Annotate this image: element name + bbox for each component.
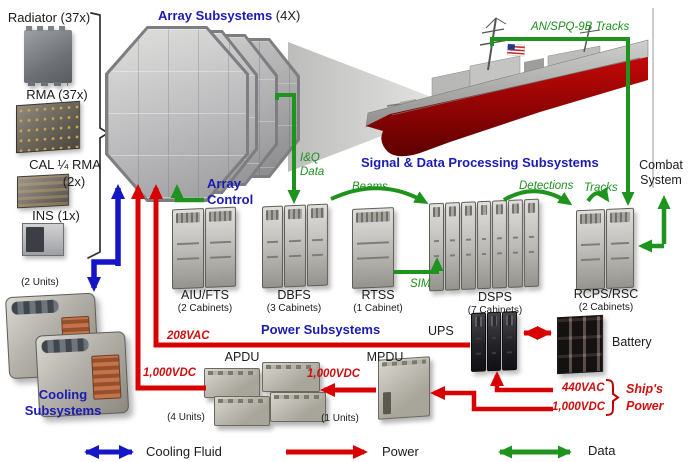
vdc1000-ship-label: 1,000VDC xyxy=(552,401,606,413)
rma-label: RMA (37x) xyxy=(26,87,88,102)
array-panel-1 xyxy=(105,26,249,202)
apdu-image xyxy=(202,362,326,426)
rma-image xyxy=(16,100,80,154)
combat-system-label: Combat System xyxy=(639,158,683,187)
beams-label: Beams xyxy=(352,181,388,193)
signal-processing-title: Signal & Data Processing Subsystems xyxy=(361,155,599,170)
sim-label: SIM xyxy=(410,278,431,290)
array-to-cooling-arrow xyxy=(87,259,118,292)
cooling-qty-label: (2 Units) xyxy=(21,277,59,288)
cooling-subsystems-title: Cooling Subsystems xyxy=(24,387,102,418)
mpdu-label: MPDU xyxy=(366,350,404,364)
vdc1000-mpdu-label: 1,000VDC xyxy=(307,368,361,380)
aiu-fts-cabinets xyxy=(172,206,236,290)
spq9b-tracks-label: AN/SPQ-9B Tracks xyxy=(531,21,630,33)
cal-rma-qty: (2x) xyxy=(62,174,86,189)
dbfs-cabinets xyxy=(262,203,328,289)
ins-label: INS (1x) xyxy=(32,208,80,223)
rtss-cabinet xyxy=(352,207,394,289)
rcps-rsc-label: RCPS/RSC(2 Cabinets) xyxy=(573,287,639,313)
us-flag-icon xyxy=(507,43,526,57)
legend-cooling-label: Cooling Fluid xyxy=(146,444,222,459)
power-subsystems-title: Power Subsystems xyxy=(261,322,381,337)
array-subsystems-title: Array Subsystems (4X) xyxy=(158,9,300,23)
vdc1000-array-label: 1,000VDC xyxy=(143,367,197,379)
radiator-label: Radiator (37x) xyxy=(7,10,91,25)
iq-data-label: I&Q Data xyxy=(300,152,325,178)
mpdu-image xyxy=(378,356,430,420)
rtss-label: RTSS(1 Cabinet) xyxy=(353,288,403,314)
aiu-fts-label: AIU/FTS(2 Cabinets) xyxy=(177,288,233,314)
dsps-label: DSPS(7 Cabinets) xyxy=(467,290,523,316)
array-title-text: Array Subsystems xyxy=(158,8,273,23)
dsps-cabinets xyxy=(429,198,540,292)
dbfs-label: DBFS(3 Cabinets) xyxy=(266,288,322,314)
ups-label: UPS xyxy=(428,324,454,338)
vac208-label: 208VAC xyxy=(167,330,210,342)
array-control-label: Array Control xyxy=(207,176,254,207)
ship-1000vdc-to-mpdu-line xyxy=(430,386,553,412)
cal-rma-label: CAL ¼ RMA xyxy=(29,157,101,172)
apdu-label: APDU xyxy=(224,350,260,364)
detections-label: Detections xyxy=(519,180,574,192)
ins-image xyxy=(22,223,64,256)
ships-power-bracket xyxy=(605,379,620,416)
array-qty-text: (4X) xyxy=(275,8,301,23)
mpdu-qty-label: (1 Units) xyxy=(321,413,359,424)
ships-power-label: Ship's Power xyxy=(626,382,664,413)
battery-label: Battery xyxy=(612,335,652,349)
ship-image xyxy=(365,17,649,157)
ups-image xyxy=(471,310,518,373)
radiator-image xyxy=(24,26,72,86)
cal-quarter-rma-image xyxy=(17,173,69,209)
legend-power-label: Power xyxy=(382,444,419,459)
ship-440vac-to-ups-line xyxy=(490,371,553,393)
battery-image xyxy=(557,314,603,375)
legend-data-label: Data xyxy=(588,443,616,458)
tracks-label: Tracks xyxy=(584,182,618,194)
spq9b-tracks-line xyxy=(490,37,635,206)
apdu-qty-label: (4 Units) xyxy=(167,412,205,423)
rcps-rsc-cabinets xyxy=(576,207,634,291)
vac440-label: 440VAC xyxy=(562,382,605,394)
